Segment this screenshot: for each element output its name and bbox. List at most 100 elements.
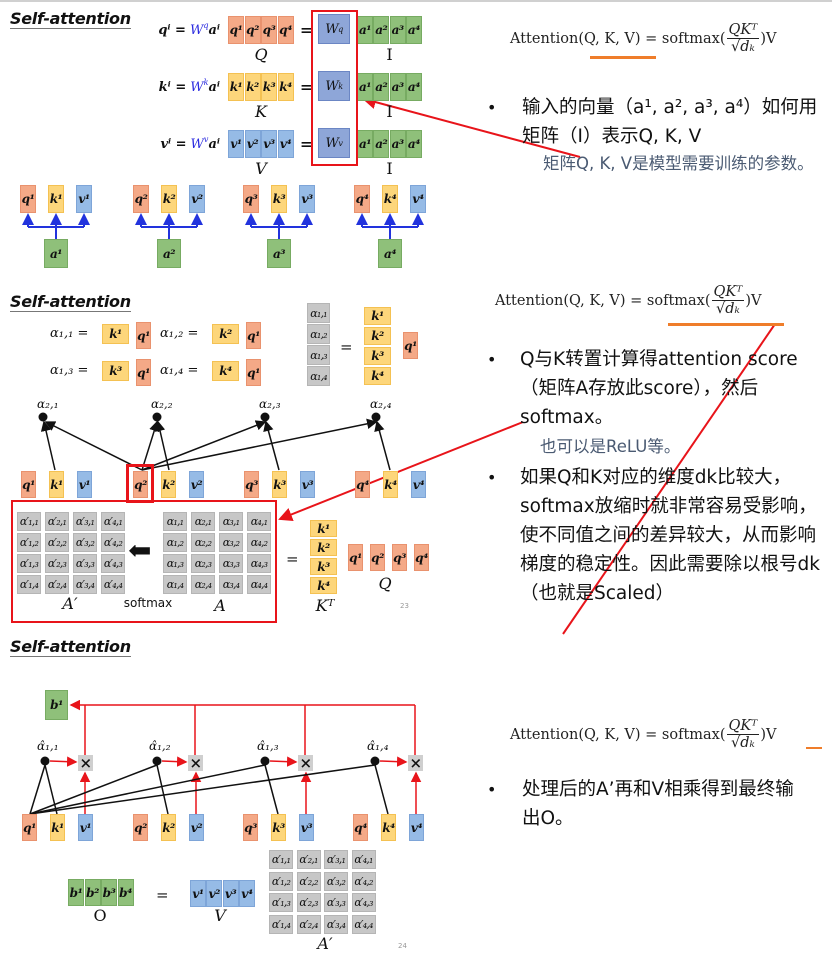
q-vector-box: q⁴ xyxy=(414,544,429,571)
note-bullet: 处理后的A’再和V相乘得到最终输出O。 xyxy=(522,779,794,829)
a-prime-cell: α′₂,₃ xyxy=(45,554,69,573)
a-prime-cell: α′₃,₁ xyxy=(324,850,348,869)
score-arrow xyxy=(141,420,267,471)
note-bullet: 输入的向量（a¹, a², a³, a⁴）如何用矩阵（I）表示Q, K, V xyxy=(522,97,818,147)
a-matrix-cell: α₁,₃ xyxy=(163,554,187,573)
score-equation: α₁,₄ = xyxy=(160,363,199,378)
left-arrow-icon: ⬅ xyxy=(128,534,152,567)
a-matrix-cell: α₁,₄ xyxy=(163,575,187,594)
input-vector-box: a¹ xyxy=(357,73,373,101)
alpha-hat-node-dot xyxy=(260,756,270,766)
a-prime-cell: α′₁,₃ xyxy=(17,554,41,573)
input-vector-box: a² xyxy=(373,130,390,158)
equals-sign: = xyxy=(340,338,353,356)
v-vector-box: v¹ xyxy=(77,471,92,498)
weight-symbol: W xyxy=(189,23,204,38)
note-bullet: Q与K转置计算得attention score（矩阵A存放此score），然后s… xyxy=(520,349,798,428)
note-subtext: 也可以是ReLU等。 xyxy=(540,437,681,456)
equals-sign: = xyxy=(286,550,299,568)
bullet-dot-icon: • xyxy=(487,98,497,117)
alpha-node-label: α₂,₁ xyxy=(37,397,59,411)
softmax-label: softmax xyxy=(123,596,173,610)
output-vector-box: b⁴ xyxy=(117,879,134,906)
output-vector-box: b¹ xyxy=(68,879,84,906)
output-vector-box: b³ xyxy=(101,879,117,906)
a-prime-cell: α′₁,₁ xyxy=(17,512,41,531)
formula-underline xyxy=(668,323,784,326)
v-vector-box: v⁴ xyxy=(410,185,426,213)
v-vector-box: v¹ xyxy=(76,185,92,213)
alpha-node-label: α₂,₃ xyxy=(259,397,281,411)
matrix-label: Q xyxy=(378,574,392,593)
key-line xyxy=(264,764,279,815)
annotation-arrow xyxy=(278,421,524,522)
formula-underline xyxy=(590,56,656,59)
a-matrix-cell: α₂,₁ xyxy=(191,512,215,531)
q-vector-box: q¹ xyxy=(246,359,261,386)
note-bullet: 如果Q和K对应的维度dk比较大，softmax放缩时就非常容易受影响，使不同值之… xyxy=(520,467,820,604)
equals-sign: = xyxy=(300,135,313,153)
weight-superscript: v xyxy=(338,138,343,148)
input-vector-box: a¹ xyxy=(357,16,373,44)
v-vector-box: v¹ xyxy=(228,130,244,158)
v-vector-box: v³ xyxy=(300,471,315,498)
a-prime-cell: α′₂,₁ xyxy=(296,850,321,869)
v-vector-box: v⁴ xyxy=(411,471,426,498)
k-vector-box: k⁴ xyxy=(310,577,337,594)
weight-arrow xyxy=(161,756,188,767)
k-vector-box: k³ xyxy=(271,814,286,841)
matrix-label: O xyxy=(93,906,107,925)
formula-denominator: √dₖ xyxy=(716,301,740,317)
a-matrix-cell: α₂,₃ xyxy=(191,554,215,573)
k-vector-box: k¹ xyxy=(228,73,244,101)
weight-symbol: W xyxy=(190,137,204,152)
highlight-weights-box xyxy=(311,10,358,166)
a-prime-cell: α′₂,₂ xyxy=(296,871,321,891)
weight-superscript: q xyxy=(338,24,343,34)
k-vector-box: k² xyxy=(161,814,176,841)
a-prime-cell: α′₄,₃ xyxy=(351,893,376,912)
query-line xyxy=(29,764,158,815)
alpha-cell: α₁,₄ xyxy=(307,366,330,386)
weight-symbol: W xyxy=(325,21,339,37)
page-number: 24 xyxy=(398,942,407,950)
a-prime-cell: α′₃,₂ xyxy=(73,533,97,552)
formula-underline xyxy=(806,747,822,749)
q-vector-box: q⁴ xyxy=(353,814,368,841)
k-vector-box: k⁴ xyxy=(212,361,239,381)
key-line xyxy=(374,764,389,815)
projection-equation: vⁱ =Wvaⁱ xyxy=(120,135,220,152)
k-vector-box: k¹ xyxy=(364,307,391,325)
q-vector-box: q² xyxy=(244,16,261,44)
k-vector-box: k² xyxy=(244,73,261,101)
weight-superscript: k xyxy=(338,81,343,91)
formula-numerator: QKᵀ xyxy=(711,284,745,301)
alpha-hat-label: α̂₁,₁ xyxy=(37,739,59,753)
q-vector-box: q¹ xyxy=(20,185,36,213)
note-subtext: 矩阵Q, K, V是模型需要训练的参数。 xyxy=(543,154,814,173)
projection-equation: kⁱ =Wkaⁱ xyxy=(120,78,220,95)
k-vector-box: k² xyxy=(161,471,176,498)
a-prime-cell: α′₁,₁ xyxy=(269,850,293,869)
v-vector-box: v³ xyxy=(299,185,315,213)
input-vector-box: a⁴ xyxy=(405,73,422,101)
k-vector-box: k² xyxy=(310,539,337,556)
k-vector-box: k³ xyxy=(102,361,129,381)
a-matrix-cell: α₄,₁ xyxy=(247,512,271,531)
a-prime-cell: α′₁,₂ xyxy=(269,871,293,891)
weight-superscript: v xyxy=(203,135,209,144)
a-prime-cell: α′₁,₃ xyxy=(269,893,293,912)
alpha-hat-node-dot xyxy=(370,756,380,766)
alpha-cell: α₁,₁ xyxy=(307,303,330,323)
v-vector-box: v² xyxy=(189,471,204,498)
v-vector-box: v¹ xyxy=(78,814,93,841)
a-matrix-cell: α₃,₁ xyxy=(219,512,243,531)
weight-arrow xyxy=(269,756,298,767)
k-vector-box: k⁴ xyxy=(277,73,294,101)
formula-prefix: Attention(Q, K, V) = softmax( xyxy=(510,31,726,47)
attention-formula: Attention(Q, K, V) = softmax( QKᵀ√dₖ )V xyxy=(510,22,776,56)
v-vector-box: v² xyxy=(189,185,205,213)
v-vector-box: v³ xyxy=(222,880,239,907)
a-prime-cell: α′₂,₄ xyxy=(296,914,321,934)
